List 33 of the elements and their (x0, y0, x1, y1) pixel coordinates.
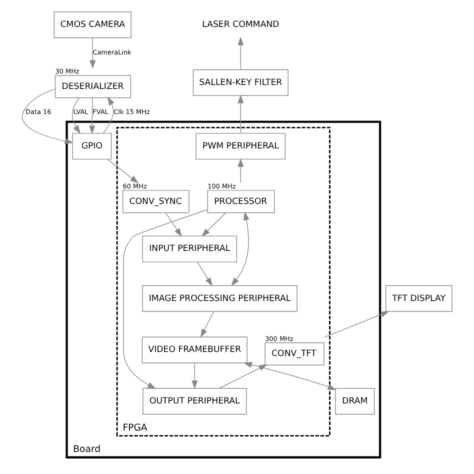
arrow (89, 96, 96, 134)
node-box: TFT DISPLAY (385, 284, 452, 312)
node-box: VIDEO FRAMEBUFFER (142, 336, 248, 363)
node-box: PROCESSOR (207, 190, 275, 213)
node-box: INPUT PERIPHERAL (142, 235, 238, 262)
arrow (324, 310, 390, 338)
arrow (72, 96, 80, 134)
arrow (238, 36, 244, 70)
arrow (123, 208, 208, 388)
node-box: SALLEN-KEY FILTER (192, 68, 288, 96)
arrow (22, 88, 74, 144)
node-text: LASER COMMAND (202, 20, 280, 30)
arrow (90, 36, 96, 68)
node-box: PWM PERIPHERAL (196, 132, 286, 160)
arrow (238, 94, 244, 134)
arrow (200, 310, 214, 338)
node-box: CONV_TFT (264, 342, 324, 365)
arrow (201, 212, 227, 236)
arrow (243, 361, 336, 390)
arrow (192, 362, 198, 389)
node-box: DRAM (335, 388, 375, 414)
node-box: GPIO (72, 132, 112, 160)
node-box: DESERIALIZER (54, 74, 132, 98)
arrow (231, 211, 250, 286)
arrow (107, 158, 139, 183)
arrow (102, 96, 114, 134)
arrow (238, 158, 244, 183)
node-box: CONV_SYNC (122, 190, 190, 213)
node-box: CMOS CAMERA (54, 11, 132, 38)
arrow (165, 212, 182, 236)
arrow (197, 261, 213, 286)
node-box: OUTPUT PERIPHERAL (142, 388, 247, 414)
node-box: IMAGE PROCESSING PERIPHERAL (142, 284, 298, 312)
